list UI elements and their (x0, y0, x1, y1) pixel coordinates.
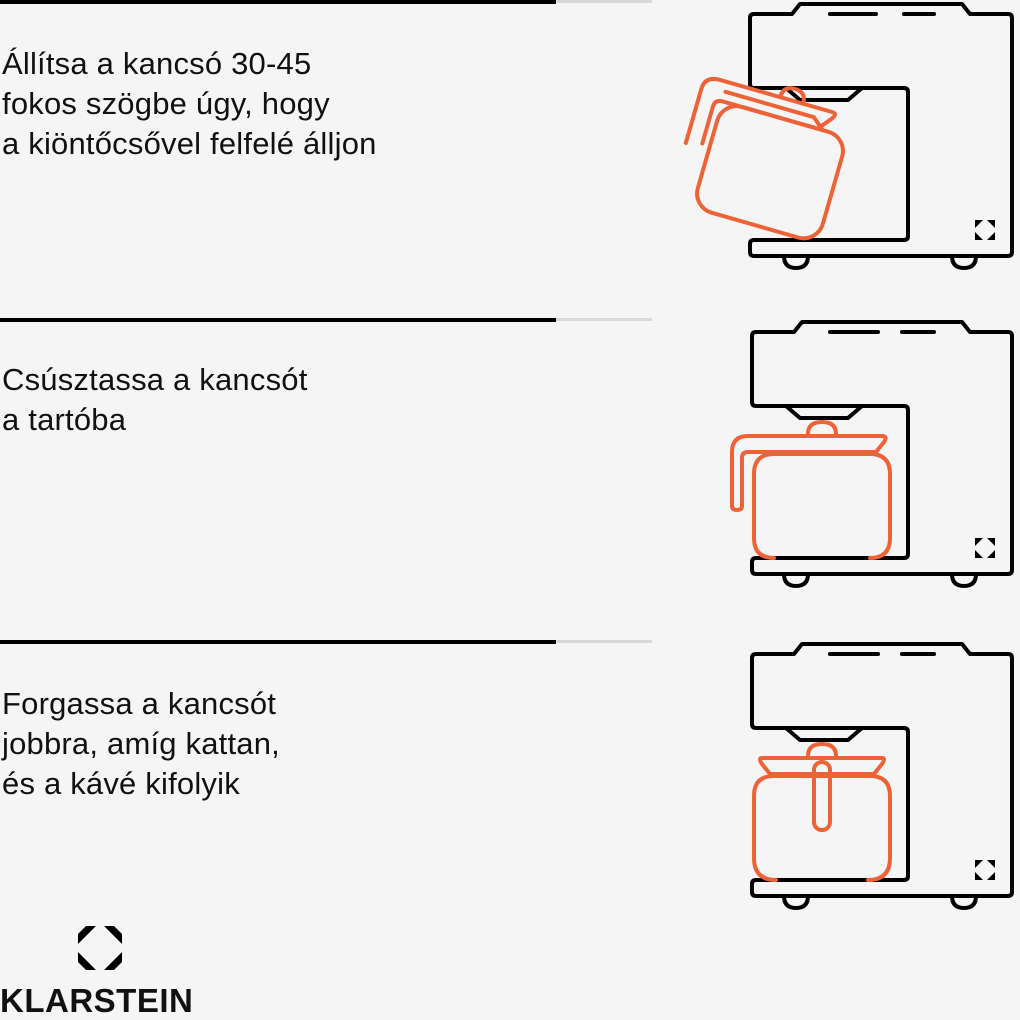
klarstein-octagon-logo-icon (78, 926, 122, 970)
coffee-maker-carafe-rotated-icon (750, 642, 1014, 910)
step-3-text: Forgassa a kancsót jobbra, amíg kattan, … (2, 686, 280, 801)
step-1-text: Állítsa a kancsó 30-45 fokos szögbe úgy,… (2, 46, 377, 161)
coffee-maker-carafe-tilted-icon (683, 2, 1014, 270)
coffee-maker-carafe-inserted-icon (730, 320, 1014, 588)
brand-name: KLARSTEIN (0, 982, 194, 1019)
step-2-text: Csúsztassa a kancsót a tartóba (2, 362, 308, 437)
